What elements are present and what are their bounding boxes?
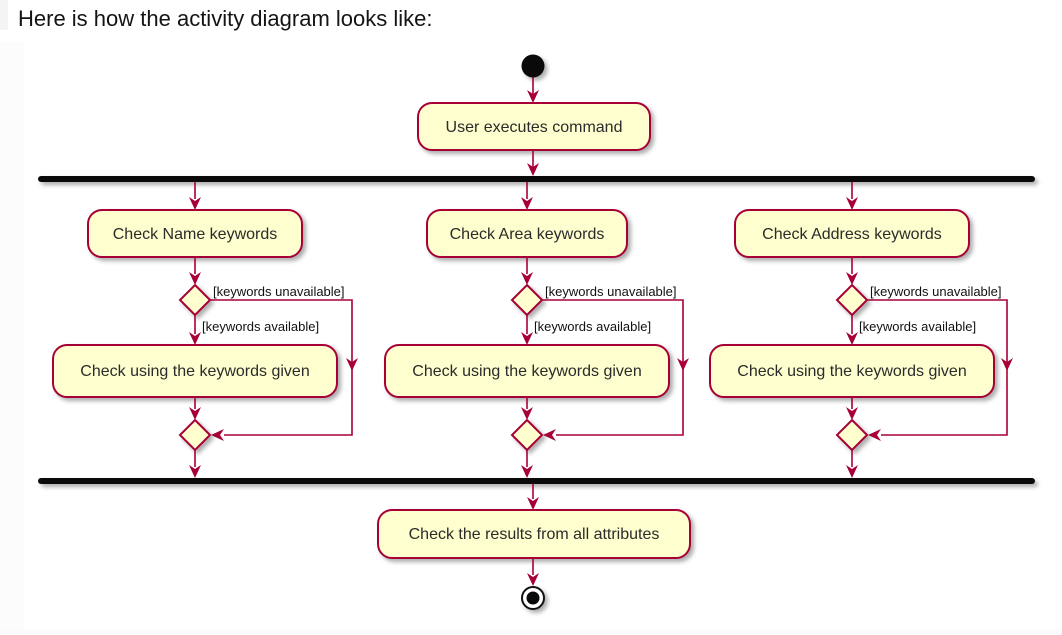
end-node-core	[526, 591, 540, 605]
join-bar	[38, 478, 1035, 484]
activity-check-results	[377, 509, 691, 559]
arrowhead-icon	[846, 197, 858, 210]
page-left-gutter	[0, 42, 24, 630]
arrowhead-icon	[211, 429, 224, 441]
activity-label: Check Address keywords	[762, 226, 942, 243]
decision-diamond	[510, 283, 544, 317]
page-corner-gutter	[0, 0, 8, 30]
guard-available-label: [keywords available]	[534, 319, 651, 334]
activity-label: Check Area keywords	[450, 226, 605, 243]
arrowhead-icon	[189, 197, 201, 210]
activity-label: Check the results from all attributes	[409, 526, 660, 543]
arrowhead-icon	[521, 197, 533, 210]
arrowhead-icon	[346, 358, 358, 371]
merge-diamond	[510, 418, 544, 452]
activity-label: Check Name keywords	[113, 226, 278, 243]
guard-available-label: [keywords available]	[859, 319, 976, 334]
activity-label: Check using the keywords given	[737, 363, 966, 380]
arrowhead-icon	[521, 407, 533, 420]
arrowhead-icon	[521, 465, 533, 478]
arrowhead-icon	[677, 358, 689, 371]
activity-label: User executes command	[446, 119, 623, 136]
merge-diamond	[835, 418, 869, 452]
arrowhead-icon	[1001, 358, 1013, 371]
guard-unavailable-label: [keywords unavailable]	[545, 284, 677, 299]
arrowhead-icon	[527, 497, 539, 510]
activity-label: Check using the keywords given	[80, 363, 309, 380]
arrowhead-icon	[846, 407, 858, 420]
guard-available-label: [keywords available]	[202, 319, 319, 334]
merge-diamond	[178, 418, 212, 452]
guard-unavailable-label: [keywords unavailable]	[870, 284, 1002, 299]
activity-label: Check using the keywords given	[412, 363, 641, 380]
branch-name: Check Name keywords [keywords unavailabl…	[52, 182, 358, 478]
arrowhead-icon	[527, 573, 539, 586]
arrowhead-icon	[521, 272, 533, 285]
arrowhead-icon	[846, 272, 858, 285]
branch-area: Check Area keywords [keywords unavailabl…	[384, 182, 689, 478]
activity-user-executes-command	[417, 102, 651, 151]
arrowhead-icon	[521, 332, 533, 345]
arrowhead-icon	[527, 163, 539, 176]
start-node	[521, 54, 545, 78]
branch-address: Check Address keywords [keywords unavail…	[709, 182, 1013, 478]
decision-diamond	[835, 283, 869, 317]
arrowhead-icon	[189, 332, 201, 345]
arrowhead-icon	[868, 429, 881, 441]
page-bottom-gutter	[0, 629, 1062, 635]
fork-bar	[38, 176, 1035, 182]
arrowhead-icon	[543, 429, 556, 441]
arrowhead-icon	[189, 272, 201, 285]
guard-unavailable-label: [keywords unavailable]	[213, 284, 345, 299]
arrowhead-icon	[846, 465, 858, 478]
arrowhead-icon	[846, 332, 858, 345]
arrowhead-icon	[527, 90, 539, 103]
arrowhead-icon	[189, 465, 201, 478]
decision-diamond	[178, 283, 212, 317]
arrowhead-icon	[189, 407, 201, 420]
page-heading: Here is how the activity diagram looks l…	[18, 6, 433, 31]
